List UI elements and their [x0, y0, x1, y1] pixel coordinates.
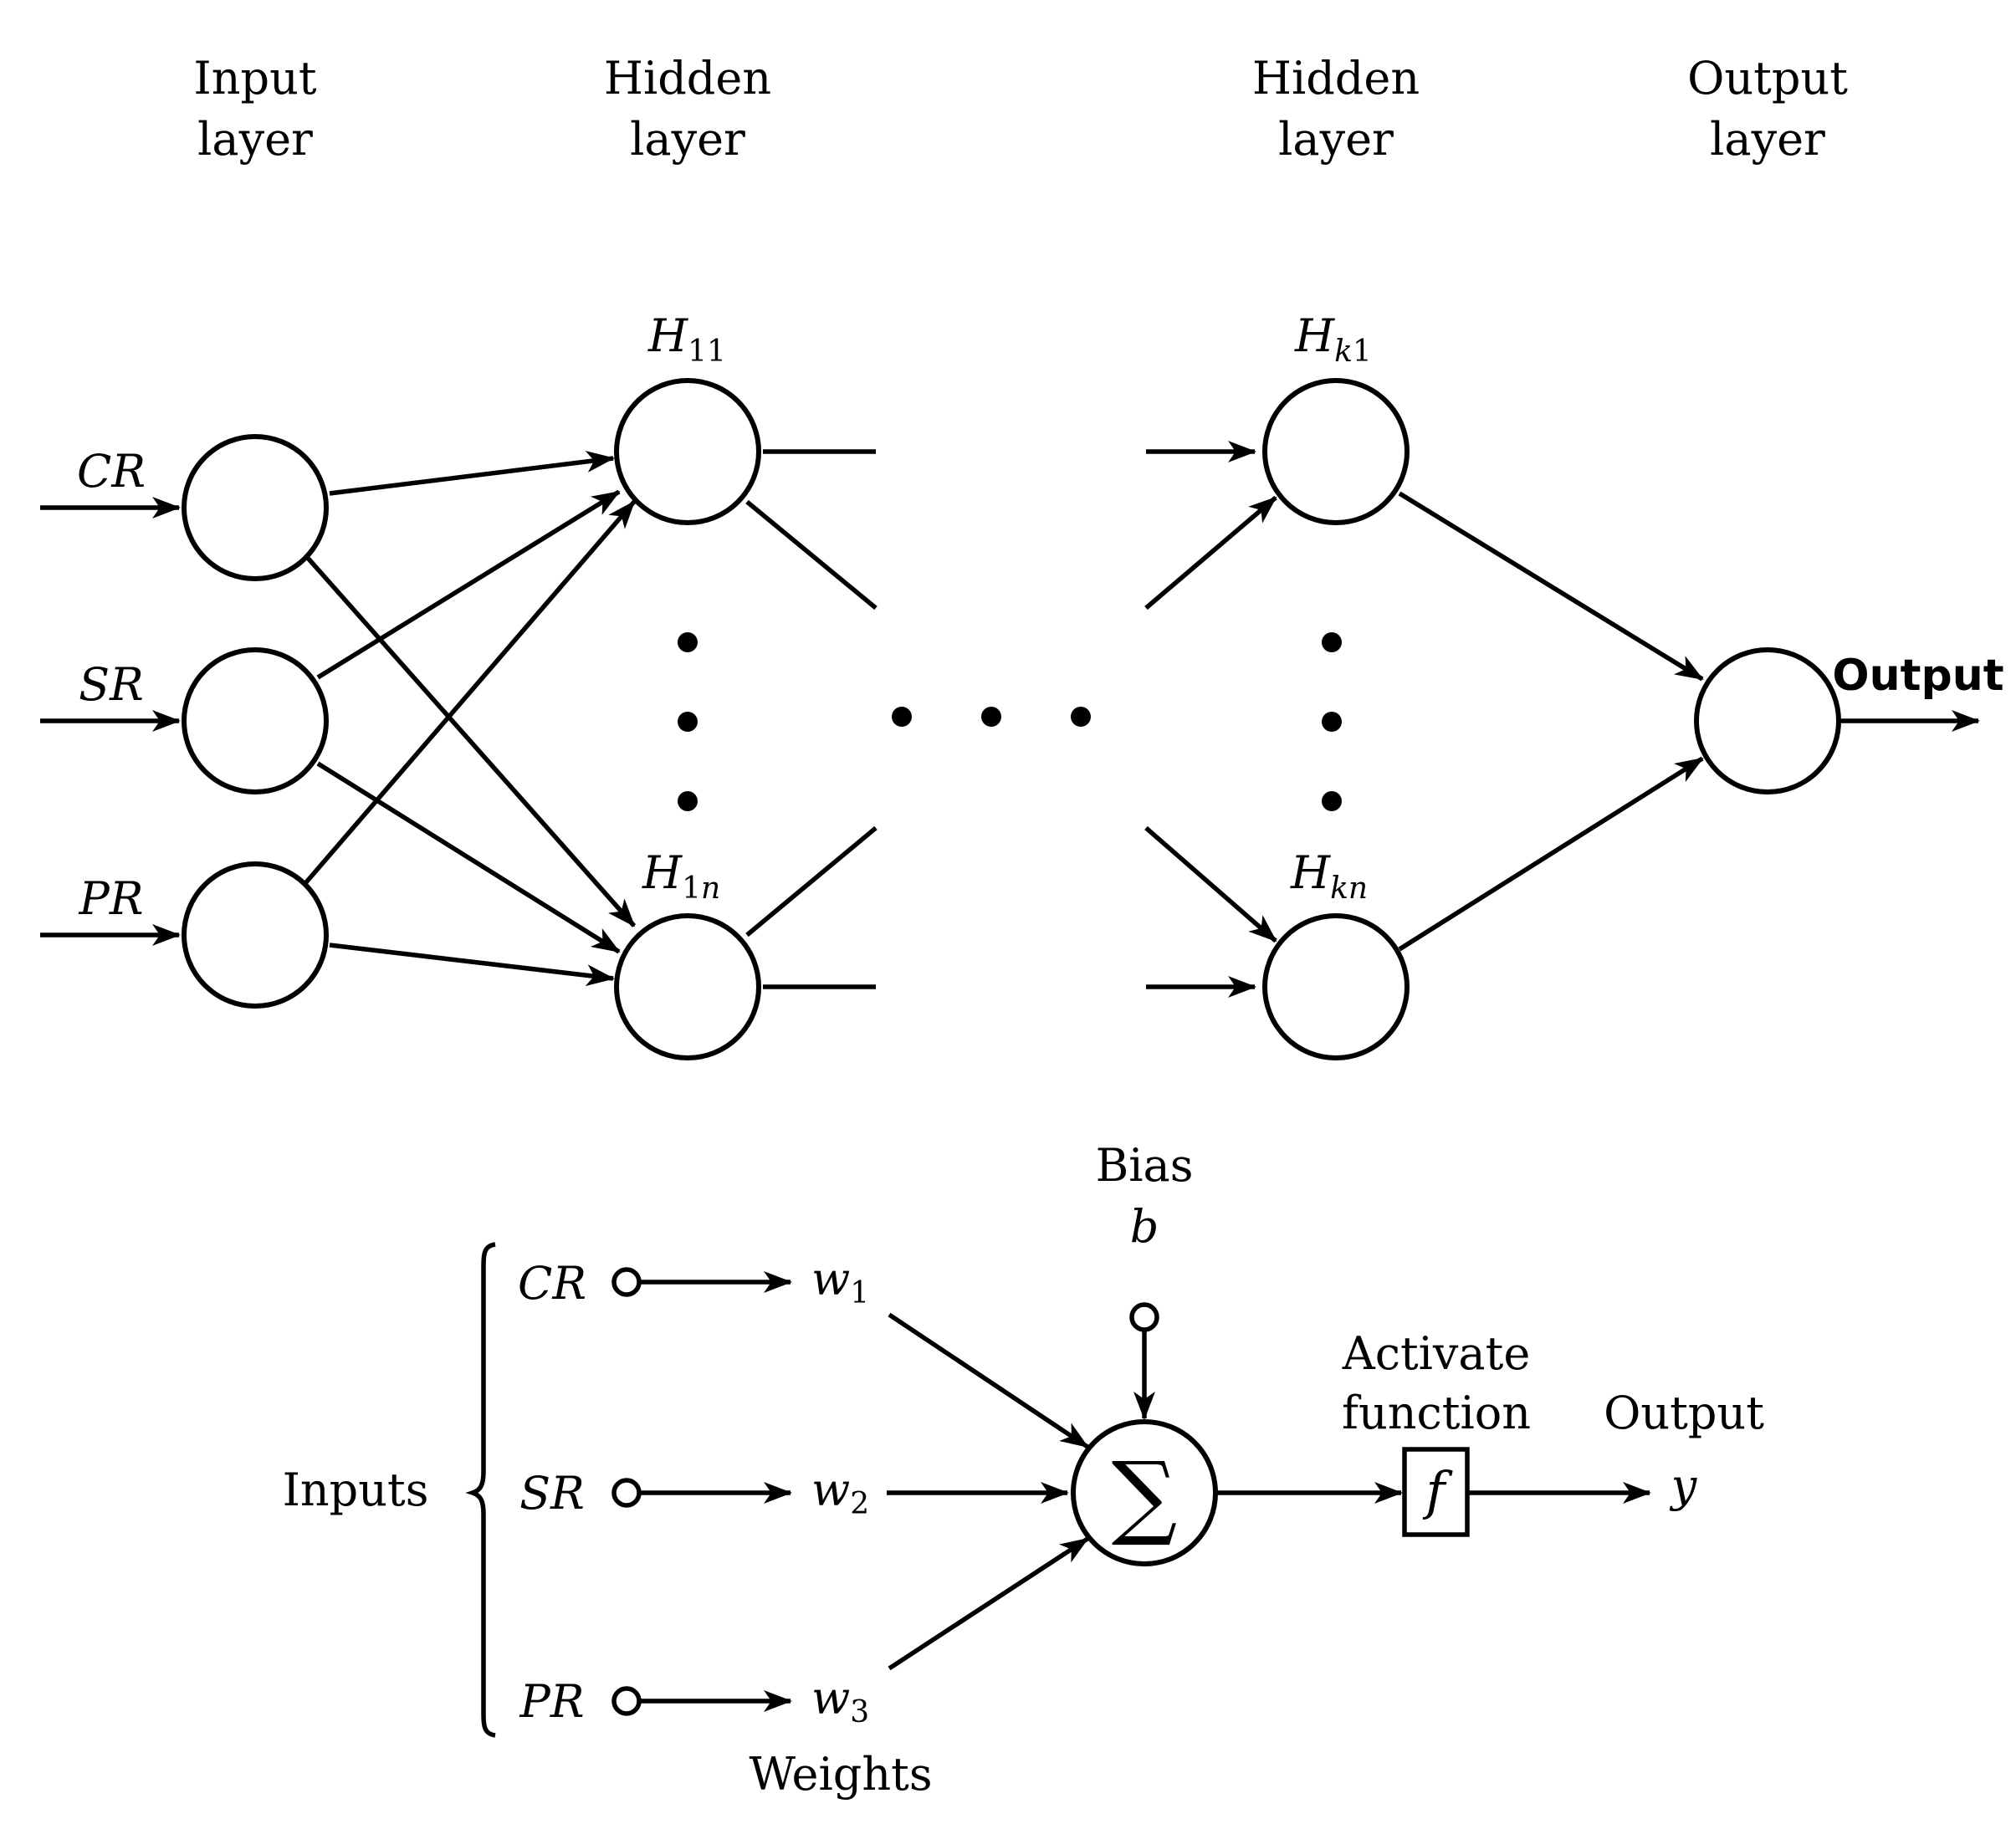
hidden-label-h11: H11 — [647, 309, 726, 369]
bias-symbol: b — [1130, 1200, 1159, 1253]
edge-hk1-output — [1398, 491, 1704, 682]
edge-pr-h11 — [304, 500, 637, 884]
layer-label-line2: layer — [1710, 113, 1825, 166]
layer-label-line1: Input — [193, 52, 316, 105]
input-label-sr: SR — [79, 658, 144, 711]
neuron-output-symbol: y — [1670, 1459, 1698, 1512]
input-terminal-pr — [611, 1686, 642, 1716]
input-node-sr — [182, 647, 329, 794]
edge-h1n-stub-diagonal — [745, 825, 878, 937]
neuron-input-label-sr: SR — [519, 1467, 585, 1520]
weights-label: Weights — [749, 1748, 932, 1801]
arrow-w1-sum — [888, 1312, 1089, 1449]
hidden-node-hk1 — [1262, 378, 1410, 525]
vertical-ellipsis-layerk — [1322, 632, 1342, 811]
layer-label-line2: layer — [197, 113, 313, 166]
summation-symbol: ∑ — [1112, 1442, 1178, 1549]
hidden-node-hkn — [1262, 913, 1410, 1060]
edge-pr-h1n — [329, 943, 615, 987]
output-label: Output — [1832, 651, 2003, 701]
hidden-node-h11 — [614, 378, 761, 525]
input-node-cr — [182, 434, 329, 581]
layer-label-line1: Hidden — [1252, 52, 1420, 105]
output-node — [1694, 647, 1841, 794]
input-terminal-sr — [611, 1478, 642, 1508]
edge-hk1-stub-diagonal — [1144, 495, 1277, 611]
weight-label-w2: w2 — [811, 1464, 869, 1521]
activation-label-line2: function — [1342, 1387, 1531, 1439]
weight-label-w1: w1 — [811, 1253, 869, 1310]
edge-hkn-output — [1398, 756, 1704, 952]
layer-label-line1: Hidden — [604, 52, 771, 105]
horizontal-ellipsis-layers — [892, 707, 1091, 727]
input-terminal-cr — [611, 1267, 642, 1297]
inputs-label: Inputs — [283, 1464, 429, 1516]
neuron-input-label-cr: CR — [518, 1257, 586, 1310]
bias-terminal — [1129, 1302, 1159, 1332]
hidden-label-hk1: Hk1 — [1294, 309, 1372, 369]
arrow-w3-sum — [888, 1536, 1089, 1671]
hidden-node-h1n — [614, 913, 761, 1060]
edge-cr-h11 — [329, 451, 615, 496]
layer-label-hidden-first: Hidden layer — [604, 52, 771, 166]
edge-sr-h1n — [316, 761, 621, 954]
vertical-ellipsis-layer1 — [678, 632, 698, 811]
edge-hkn-stub-diagonal — [1144, 825, 1277, 943]
bias-label: Bias — [1096, 1139, 1194, 1192]
edge-h11-stub-diagonal — [745, 499, 878, 611]
layer-label-output: Output layer — [1687, 52, 1848, 166]
activation-label-line1: Activate — [1342, 1327, 1531, 1380]
neuron-output-label: Output — [1604, 1387, 1764, 1439]
input-label-cr: CR — [77, 445, 146, 498]
layer-label-line1: Output — [1687, 52, 1848, 105]
layer-label-input: Input layer — [193, 52, 316, 166]
inputs-brace — [465, 1242, 496, 1738]
edge-cr-h1n — [304, 554, 637, 927]
layer-label-line2: layer — [1278, 113, 1394, 166]
edge-sr-h11 — [316, 489, 621, 680]
hidden-label-hkn: Hkn — [1290, 846, 1368, 906]
input-label-pr: PR — [79, 872, 144, 925]
neuron-input-label-pr: PR — [519, 1675, 585, 1728]
layer-label-hidden-last: Hidden layer — [1252, 52, 1420, 166]
input-node-pr — [182, 861, 329, 1009]
hidden-label-h1n: H1n — [642, 846, 720, 906]
weight-label-w3: w3 — [811, 1672, 869, 1729]
layer-label-line2: layer — [630, 113, 745, 166]
